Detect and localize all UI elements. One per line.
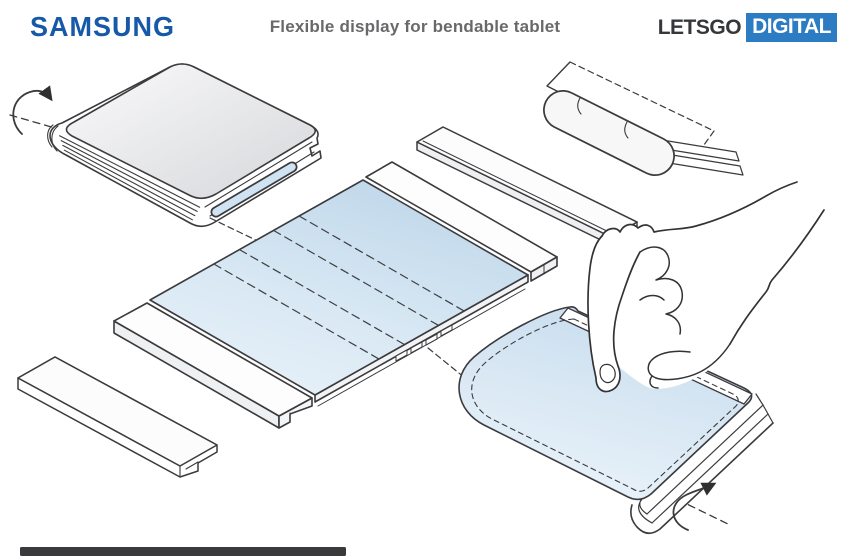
forearm-lower-contour xyxy=(729,209,825,345)
letsgo-digital-logo: LETSGO DIGITAL xyxy=(658,13,837,42)
fold-lines-dashed xyxy=(213,215,465,360)
front-edge-lip xyxy=(204,141,313,208)
sheet-hidden-edge-dashed xyxy=(569,61,715,150)
figure-rolled-display-strip xyxy=(543,61,744,176)
screen-top-face xyxy=(458,306,753,501)
samsung-logo: SAMSUNG xyxy=(30,11,176,43)
rotation-arrow xyxy=(12,85,53,135)
page-title: Flexible display for bendable tablet xyxy=(269,17,561,36)
screen-slot xyxy=(212,163,296,216)
fold-stack xyxy=(624,393,774,536)
roll-body xyxy=(544,91,674,175)
leader-dashed-to-folded-device xyxy=(209,217,265,245)
letsgo-logo-text: LETSGO xyxy=(657,15,742,39)
fingernail xyxy=(599,363,616,384)
curled-fingers xyxy=(639,246,684,335)
bottom-cropped-strip xyxy=(20,547,346,556)
hand-silhouette xyxy=(588,180,824,392)
index-finger xyxy=(587,235,641,393)
fold-layer-lines xyxy=(47,124,201,221)
bezel-bar-bottom xyxy=(113,302,313,429)
bar-groove xyxy=(422,140,616,236)
thumb xyxy=(647,343,731,389)
rotation-arrow xyxy=(672,482,717,531)
edge-buttons xyxy=(395,324,453,362)
roll-curvature-marks xyxy=(577,97,629,139)
figure-frame-bar-bottom xyxy=(17,356,218,478)
figure-folded-tablet-closed xyxy=(9,63,322,228)
hand-top-contour xyxy=(601,181,798,237)
bezel-bar-top xyxy=(365,161,558,282)
device-top-face xyxy=(65,63,317,200)
digital-logo-badge: DIGITAL xyxy=(746,13,837,42)
hand-pressing-display xyxy=(587,180,825,393)
flexible-screen xyxy=(149,179,529,396)
figure-unfolded-tablet xyxy=(113,161,558,429)
figure-frame-bar-top xyxy=(416,126,638,246)
bar-front-edge xyxy=(17,377,199,478)
